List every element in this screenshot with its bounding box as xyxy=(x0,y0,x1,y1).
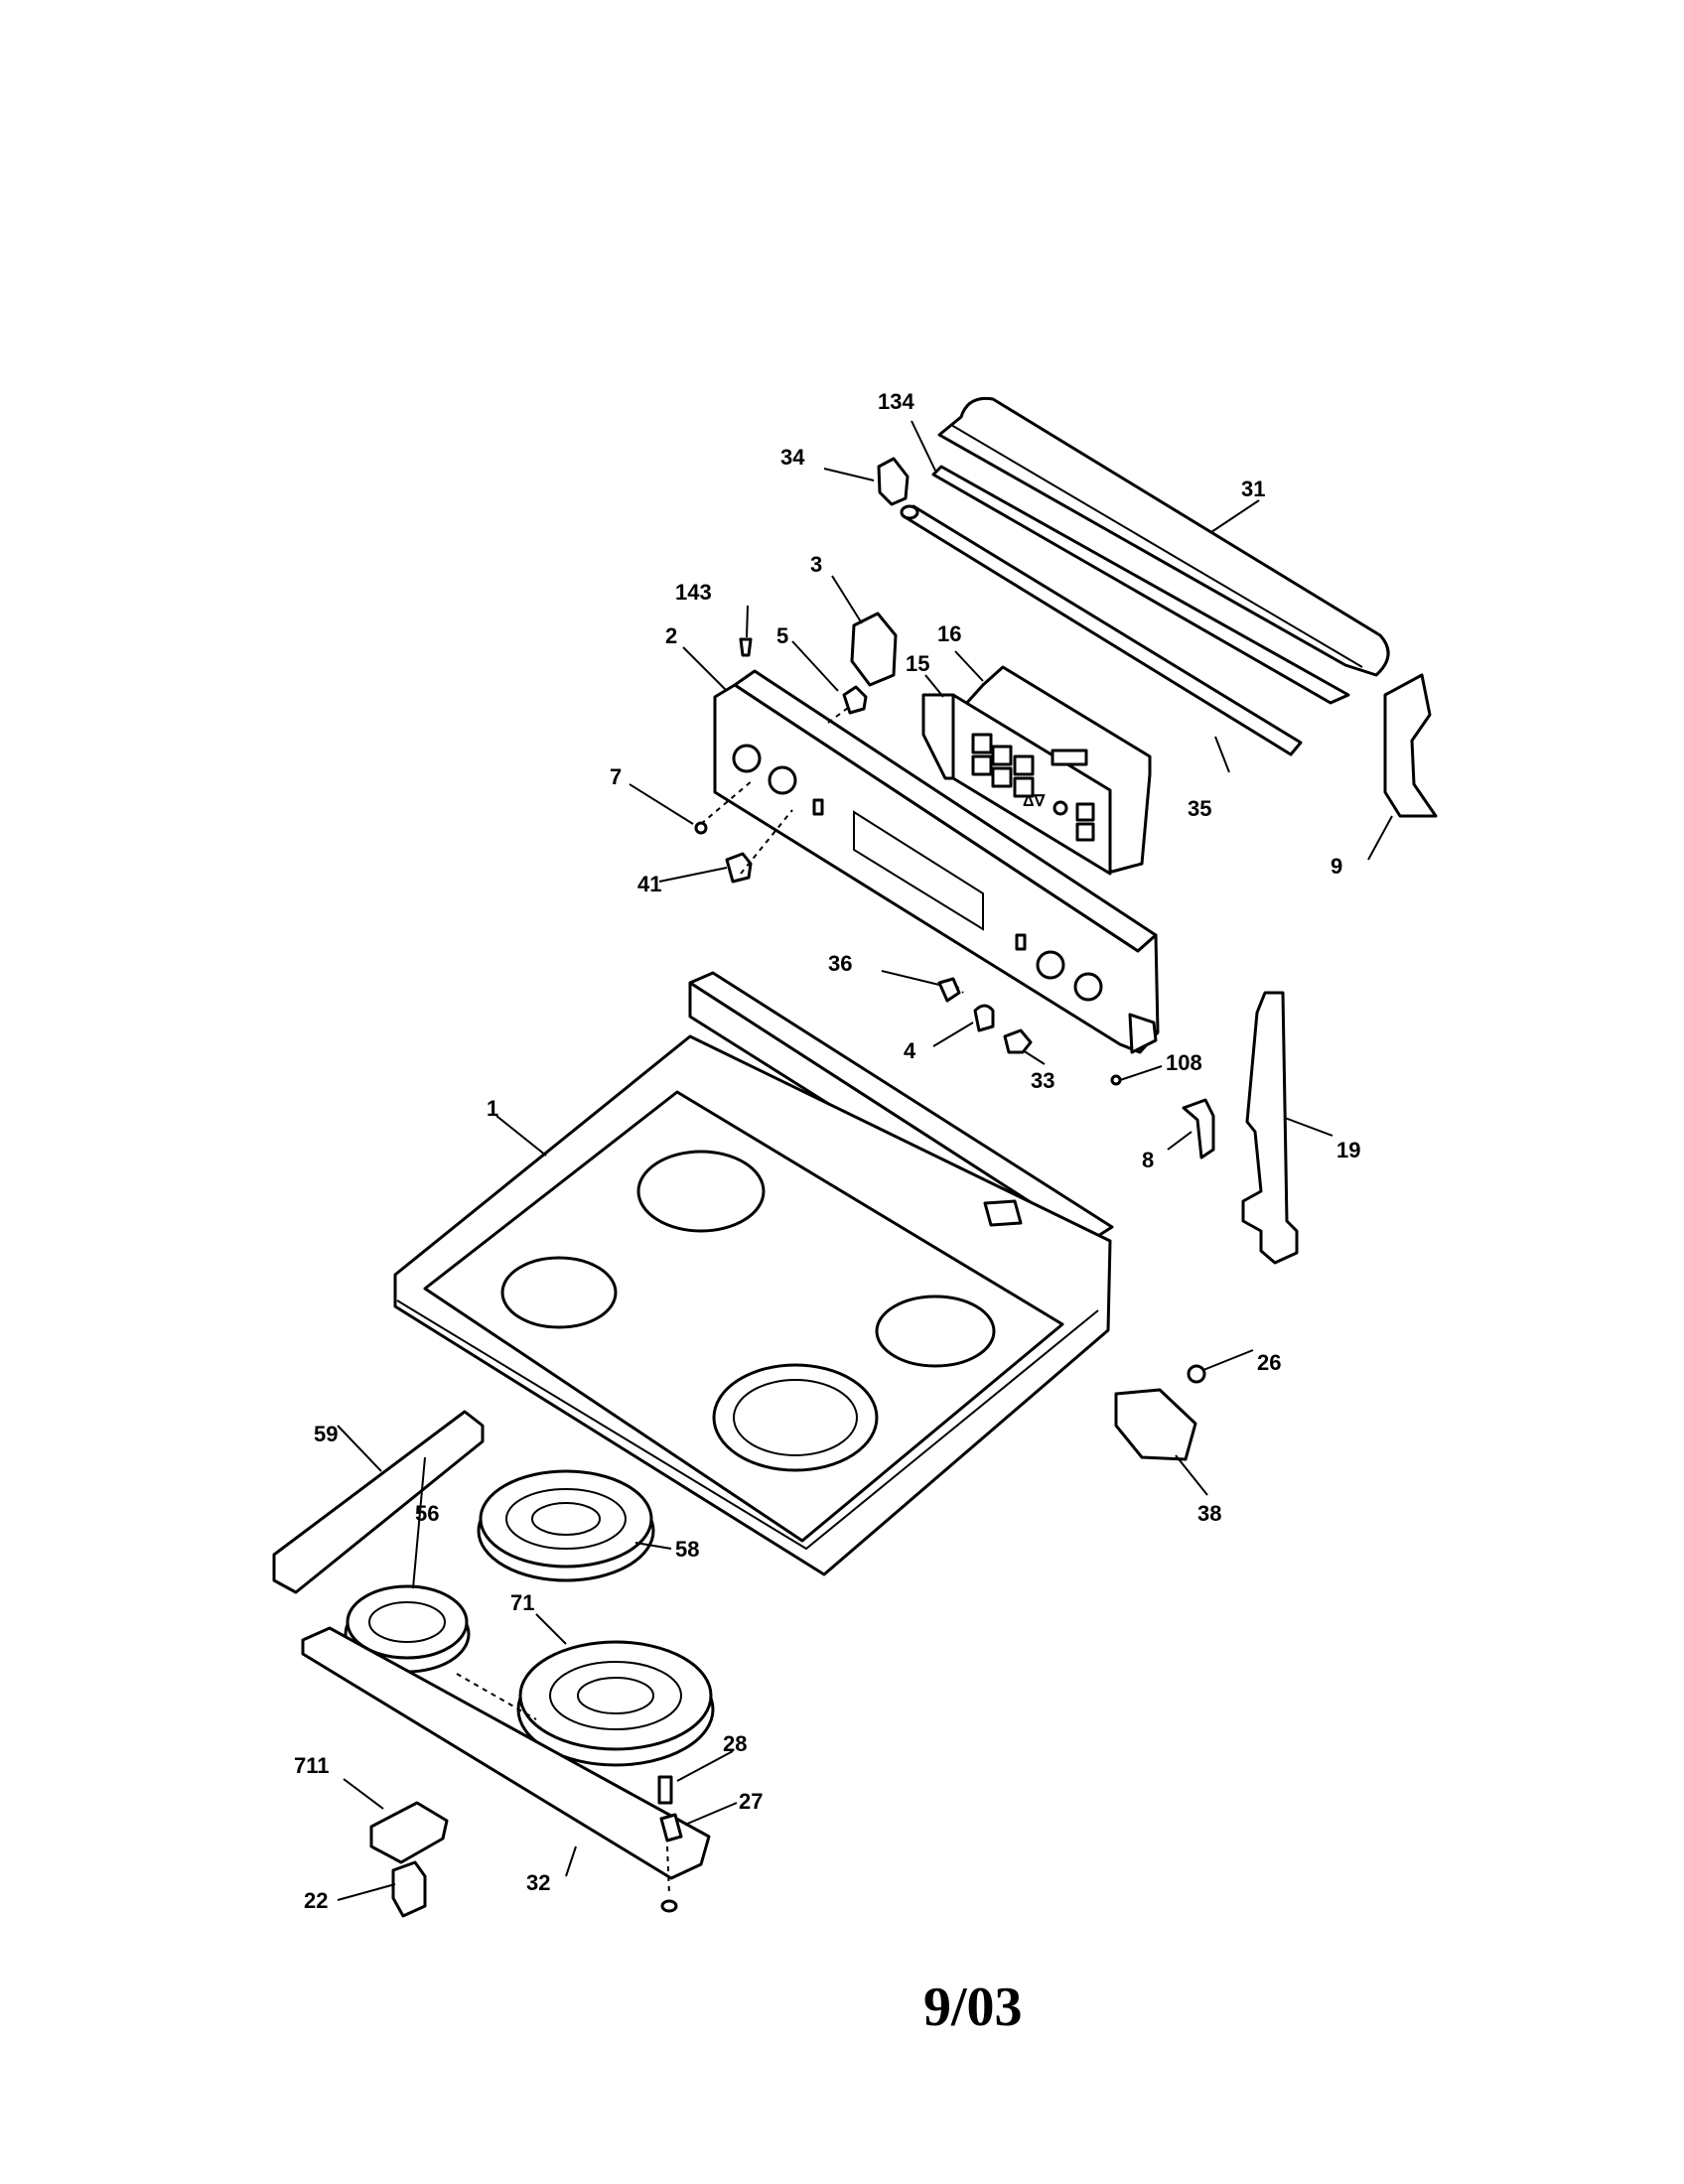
part-cooktop xyxy=(393,971,1114,1576)
callout-108: 108 xyxy=(1166,1050,1202,1075)
part-end-cap xyxy=(1383,673,1438,818)
part-nut xyxy=(660,1899,678,1913)
part-trim-strip xyxy=(931,465,1350,705)
callout-3: 3 xyxy=(810,552,822,577)
callout-1: 1 xyxy=(487,1096,498,1121)
part-screw-143 xyxy=(739,637,753,657)
part-bracket-34 xyxy=(877,457,910,506)
callout-31: 31 xyxy=(1241,477,1265,501)
part-relay xyxy=(850,612,898,687)
callout-8: 8 xyxy=(1142,1148,1154,1172)
part-switch-41 xyxy=(725,852,753,884)
callout-16: 16 xyxy=(937,621,961,646)
callout-143: 143 xyxy=(675,580,712,605)
part-side-bracket xyxy=(1241,991,1299,1265)
part-fluorescent-tube xyxy=(900,504,1303,756)
callout-26: 26 xyxy=(1257,1350,1281,1375)
callout-711: 711 xyxy=(294,1753,330,1778)
leader-lines xyxy=(337,420,1393,1901)
part-control-board: Δ∇ xyxy=(921,665,1152,876)
callout-4: 4 xyxy=(904,1038,916,1063)
callout-71: 71 xyxy=(510,1590,534,1615)
callout-56: 56 xyxy=(415,1501,439,1526)
part-screw-28 xyxy=(657,1775,673,1805)
callout-9: 9 xyxy=(1331,854,1342,879)
callout-41: 41 xyxy=(637,872,661,896)
callout-19: 19 xyxy=(1336,1138,1360,1162)
part-switch-36 xyxy=(937,977,961,1003)
callout-15: 15 xyxy=(906,651,929,676)
part-screw-7 xyxy=(694,821,708,835)
part-element-58 xyxy=(477,1469,655,1582)
part-element-support xyxy=(301,1626,711,1880)
callout-27: 27 xyxy=(739,1789,763,1814)
callout-35: 35 xyxy=(1188,796,1211,821)
callout-32: 32 xyxy=(526,1870,550,1895)
part-element-71 xyxy=(516,1640,715,1767)
callout-59: 59 xyxy=(314,1422,338,1446)
callout-34: 34 xyxy=(780,445,805,470)
part-grommet-26 xyxy=(1187,1364,1206,1384)
callout-5: 5 xyxy=(776,623,788,648)
part-rail-59 xyxy=(272,1410,485,1594)
board-display-glyph: Δ∇ xyxy=(1023,793,1047,810)
callout-2: 2 xyxy=(665,623,677,648)
callout-38: 38 xyxy=(1197,1501,1221,1526)
part-top-trim xyxy=(937,396,1390,677)
part-screw-108 xyxy=(1110,1074,1122,1086)
callout-36: 36 xyxy=(828,951,852,976)
callout-58: 58 xyxy=(675,1537,699,1562)
callout-22: 22 xyxy=(304,1888,328,1913)
callout-labels: 134 34 31 3 143 16 2 5 15 7 35 41 9 36 4… xyxy=(294,389,1360,1913)
callout-28: 28 xyxy=(723,1731,747,1756)
callout-7: 7 xyxy=(610,764,622,789)
callout-134: 134 xyxy=(878,389,914,414)
part-control-panel xyxy=(713,669,1160,1054)
part-bracket-8 xyxy=(1182,1098,1215,1160)
part-knob-4 xyxy=(973,1004,995,1032)
part-bracket-711 xyxy=(369,1801,449,1864)
date-code: 9/03 xyxy=(923,1977,1023,2038)
part-switch-33 xyxy=(1003,1028,1033,1054)
part-cover-38 xyxy=(1114,1388,1197,1461)
callout-33: 33 xyxy=(1031,1068,1054,1093)
part-spacer-27 xyxy=(659,1813,683,1843)
part-clip-5 xyxy=(842,685,868,715)
part-switch-22 xyxy=(391,1860,427,1918)
